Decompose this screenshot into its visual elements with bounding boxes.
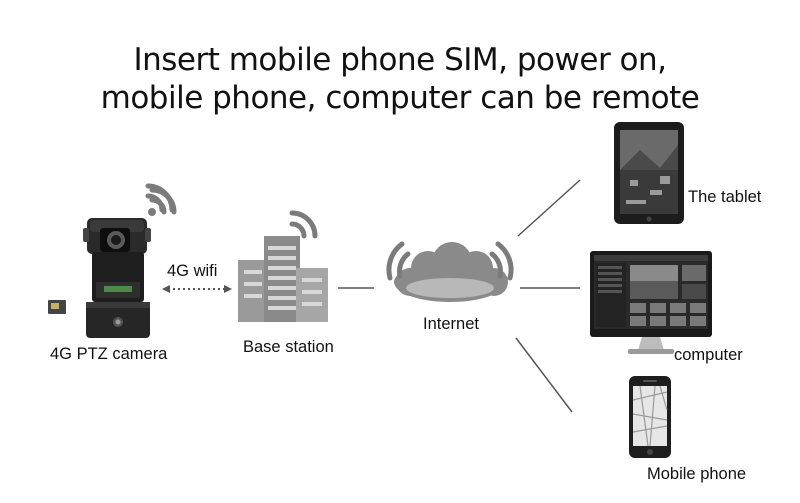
phone-label: Mobile phone xyxy=(647,465,747,483)
cloud-icon xyxy=(386,241,514,302)
sim-card-icon xyxy=(48,300,66,314)
internet-label: Internet xyxy=(423,315,479,333)
tablet-label: The tablet xyxy=(688,188,762,206)
base-station-label: Base station xyxy=(243,338,334,356)
smartphone-icon xyxy=(629,376,671,458)
camera-label: 4G PTZ camera xyxy=(50,345,168,363)
wireless-link-arrow xyxy=(162,285,232,293)
links-internet-to-devices xyxy=(515,179,581,413)
camera-signal-arcs xyxy=(145,183,175,213)
computer-label: computer xyxy=(674,346,743,364)
monitor-icon xyxy=(590,251,712,354)
diagram-title-line-1: Insert mobile phone SIM, power on, xyxy=(133,42,667,78)
base-station-icon xyxy=(238,210,328,322)
ptz-camera-icon xyxy=(83,218,151,338)
wifi-link-label: 4G wifi xyxy=(167,262,218,280)
diagram-title-line-2: mobile phone, computer can be remote xyxy=(100,80,700,116)
tablet-icon xyxy=(614,122,684,224)
